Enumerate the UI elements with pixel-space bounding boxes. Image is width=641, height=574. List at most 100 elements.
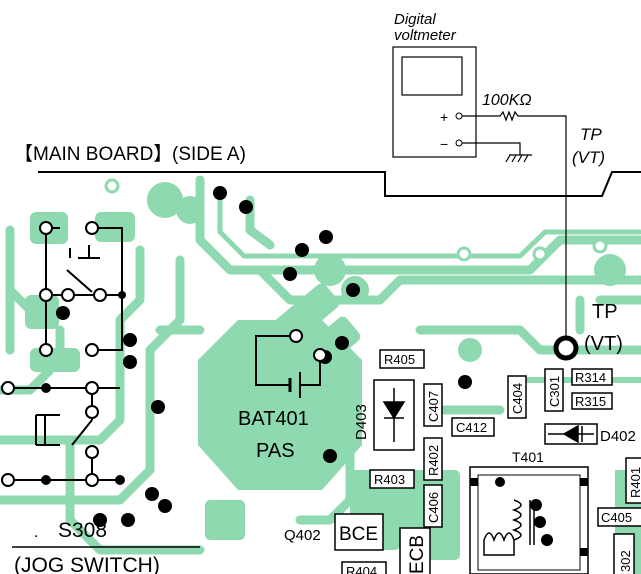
solder-dot [335,336,349,350]
c301-label: C301 [547,376,562,407]
c301-box [544,368,564,412]
r314-box [571,368,613,386]
board-outline [38,171,641,197]
resistor-label: 100KΩ [482,92,532,109]
plus-lead [462,110,567,340]
meter-plus-terminal [455,112,463,120]
bat-terminal [289,329,303,343]
bat-terminal [313,348,327,362]
bat401-symbol [255,335,321,398]
r315-box [571,392,613,410]
via [456,246,472,262]
pad [25,295,59,329]
t401-label: T401 [512,449,544,465]
solder-dot [121,513,135,527]
q402-box [334,513,384,551]
c404-label: C404 [510,383,525,414]
solder-dot [213,186,227,200]
bracket-right: 】 [153,143,172,165]
solder-dot [283,267,297,281]
d402-box [544,423,598,445]
meter-title-line1: Digital [394,11,436,28]
c302-box [613,533,635,574]
tp-board-label: TP [592,301,618,323]
board-side: (SIDE A) [172,144,246,165]
d403-diode-icon [382,388,406,442]
switch-terminals [1,221,107,487]
t401-coil-icon [483,499,535,556]
solder-dot [123,355,137,369]
solder-dot [151,400,165,414]
switch-dots [41,291,126,485]
r403-label: R403 [374,472,405,487]
d403-box [373,379,415,451]
d402-diode-icon [548,424,594,444]
ground-icon [505,154,532,163]
solder-dot [319,230,333,244]
bat401-label: BAT401 [238,408,309,430]
jog-switch-label: (JOG SWITCH) [14,554,160,574]
r401-box [625,457,641,504]
switch-schematic [5,227,123,481]
r403-box [369,469,415,489]
d402-label: D402 [600,428,636,445]
c407-label: C407 [426,391,441,422]
vias [104,178,608,262]
tp-sub-label-top: (VT) [572,148,605,167]
solder-dot [158,499,172,513]
via [532,246,548,262]
c407-box [423,383,443,427]
c406-label: C406 [426,492,441,523]
c412-label: C412 [456,420,487,435]
solder-dot [145,487,159,501]
solder-dot [323,449,337,463]
via [104,178,120,194]
svg-text:【MAIN BOARD】: 【MAIN BOARD】 [14,143,172,165]
s308-label: S308 [58,519,107,542]
r405-label: R405 [384,352,415,367]
r401-label: R401 [628,467,641,498]
t401-inner [477,474,581,571]
r405-box [379,349,425,369]
digital-voltmeter: Digital voltmeter + − 100KΩ [392,11,567,340]
pad [147,182,183,218]
solder-dot [123,333,137,347]
r402-box [423,437,443,481]
c302-label: 302 [618,550,633,572]
c405-box [597,507,641,527]
solder-dot [458,375,472,389]
c405-label: C405 [601,510,632,525]
r402-label: R402 [426,445,441,476]
board-title: 【MAIN BOARD】 (SIDE A) [14,143,246,165]
pad [458,338,482,362]
minus-lead [462,142,521,155]
meter-plus-label: + [440,109,448,125]
tp-label-top: TP [580,125,602,144]
meter-display [401,56,463,96]
r404-label: R404 [346,564,377,574]
t401-box [469,466,589,574]
test-point: TP (VT) [553,301,623,361]
tp-ring [553,335,579,361]
ecb-box [399,527,431,574]
s308-dot: . [34,524,38,541]
components: R405 D403 C407 C404 C301 R314 R315 C412 … [284,349,641,574]
solder-dot [295,243,309,257]
ecb-pins: ECB [407,535,428,574]
c404-box [507,375,527,419]
board-name: MAIN BOARD [33,144,153,165]
meter-minus-terminal [455,139,463,147]
pad [205,500,245,540]
bat401-sub-label: PAS [256,440,295,462]
via [592,238,608,254]
solder-dot [56,306,70,320]
solder-dot [93,513,107,527]
solder-dot [239,200,253,214]
bracket-left: 【 [14,143,33,165]
meter-title-line2: voltmeter [394,27,457,44]
q402-label: Q402 [284,527,321,544]
c406-box [423,484,443,528]
d403-label: D403 [353,404,370,440]
tp-board-sub-label: (VT) [584,333,623,355]
